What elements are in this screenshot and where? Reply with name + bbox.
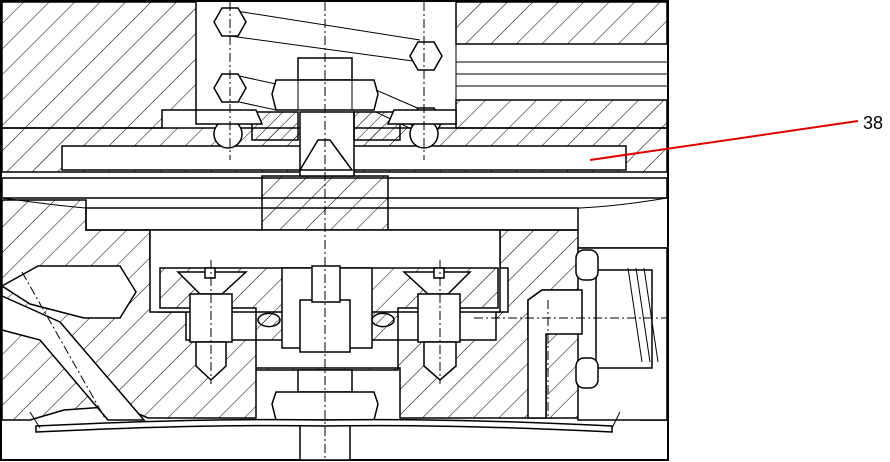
o-ring-right: [371, 312, 395, 328]
ball-seat: [195, 109, 264, 125]
callout-38-label: 38: [863, 113, 883, 133]
right-seal-assembly: [527, 247, 668, 421]
screw-right: [402, 267, 472, 381]
center-lines: [21, 2, 668, 460]
diaphragm: [29, 411, 621, 433]
ball-seat-right: [386, 109, 457, 125]
o-ring-left: [257, 312, 281, 328]
upper-housing: [1, 1, 668, 129]
callout-38-leader: [589, 120, 859, 161]
angled-pin: [0, 265, 146, 421]
callout-38: 38: [589, 113, 883, 161]
